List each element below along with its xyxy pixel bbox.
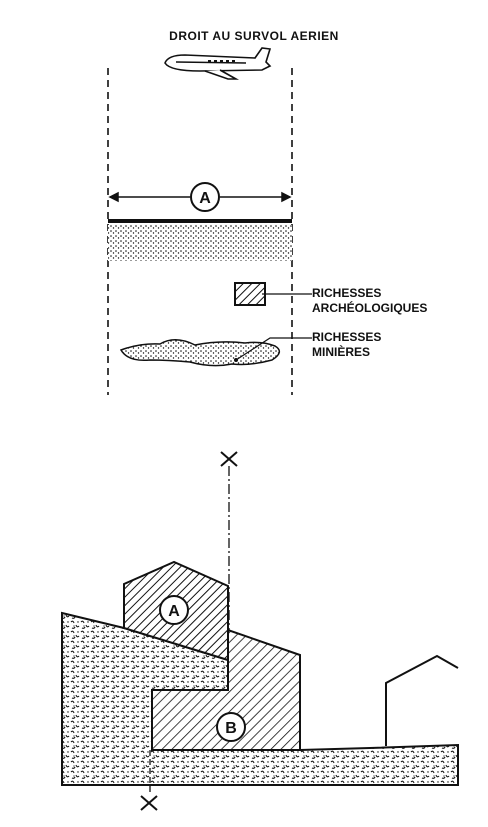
ground-surface-line — [108, 219, 292, 223]
diagram-title: DROIT AU SURVOL AERIEN — [169, 29, 339, 43]
topsoil-layer — [108, 225, 292, 261]
building-a-label: A — [168, 603, 180, 620]
archaeological-marker — [234, 282, 266, 306]
archaeological-label-line1: RICHESSES — [312, 286, 381, 300]
airplane-icon — [164, 47, 272, 80]
neighbor-house-outline — [385, 654, 459, 746]
building-a-marker — [159, 595, 189, 625]
boundary-bottom-marker — [140, 795, 158, 811]
building-b-label: B — [225, 720, 237, 737]
mineral-leader — [235, 337, 312, 361]
mineral-label-line2: MINIÈRES — [312, 344, 370, 359]
mineral-deposit — [119, 339, 281, 367]
archaeological-label-line2: ARCHÉOLOGIQUES — [312, 300, 427, 315]
property-width-dimension — [108, 182, 292, 212]
mineral-label-line1: RICHESSES — [312, 330, 381, 344]
width-marker-a: A — [199, 190, 211, 207]
building-b-marker — [216, 712, 246, 742]
boundary-top-marker — [220, 451, 238, 467]
